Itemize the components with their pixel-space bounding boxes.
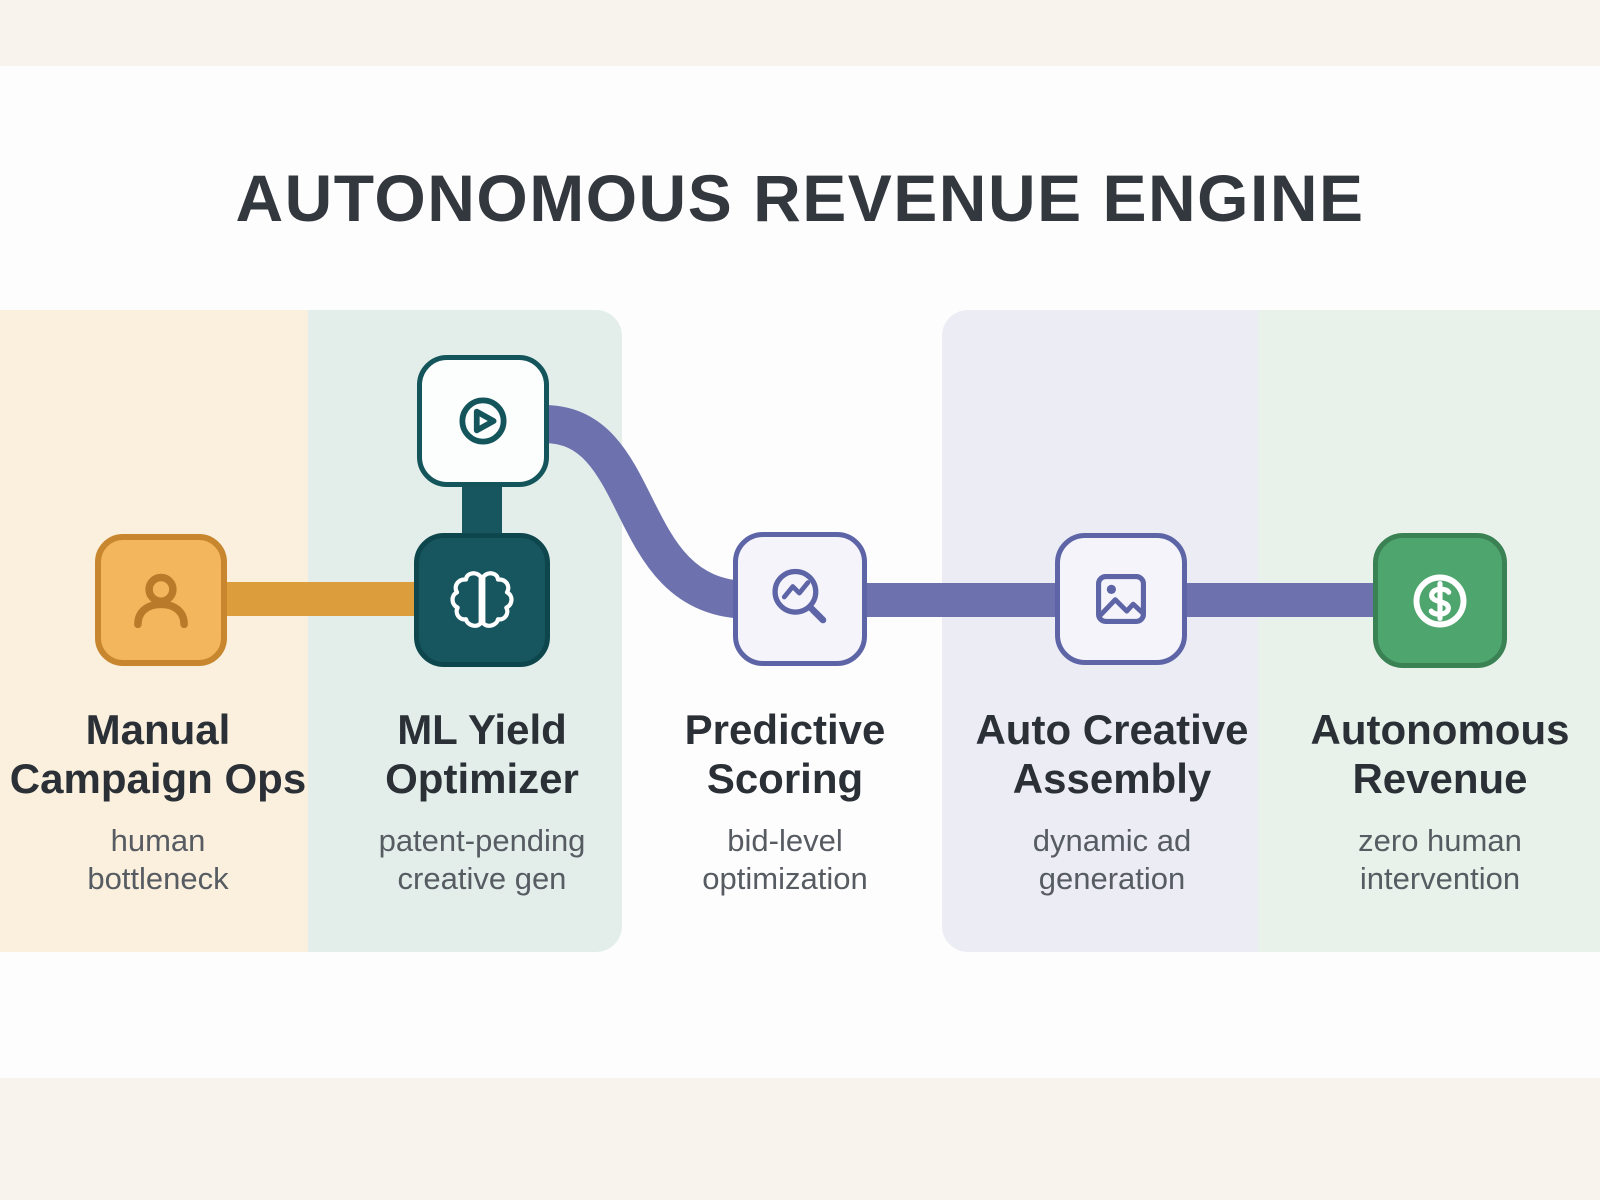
stage-subtitle-scoring: bid-level optimization <box>702 823 868 896</box>
stage-icon-ml-secondary <box>417 355 549 487</box>
stage-title-scoring: Predictive Scoring <box>684 706 886 802</box>
stage-title-ml: ML Yield Optimizer <box>385 706 579 802</box>
stage-subtitle-revenue: zero human intervention <box>1358 823 1522 896</box>
page-title: AUTONOMOUS REVENUE ENGINE <box>235 161 1365 235</box>
flow-connector-s-curve <box>542 405 751 619</box>
stage-subtitle-manual: human bottleneck <box>87 823 229 896</box>
dollar-circle-icon <box>1413 574 1467 627</box>
stage-subtitle-creative: dynamic ad generation <box>1032 823 1192 896</box>
stage-icon-creative <box>1055 533 1187 665</box>
stage-icon-ml <box>414 533 550 667</box>
stage-subtitle-ml: patent-pending creative gen <box>378 823 586 896</box>
chart-magnifier-icon <box>772 568 827 624</box>
stage-title-revenue: Autonomous Revenue <box>1310 706 1570 802</box>
stage-title-creative: Auto Creative Assembly <box>975 706 1249 802</box>
stage-icon-scoring <box>733 532 867 666</box>
brain-icon <box>450 571 514 628</box>
stage-icon-revenue <box>1373 533 1507 668</box>
play-circle-icon <box>459 397 507 445</box>
stage-icon-manual <box>95 534 227 666</box>
user-icon <box>134 573 188 629</box>
image-icon <box>1096 574 1146 624</box>
stage-title-manual: Manual Campaign Ops <box>9 706 307 802</box>
flow-connector-teal-vertical <box>462 478 502 540</box>
